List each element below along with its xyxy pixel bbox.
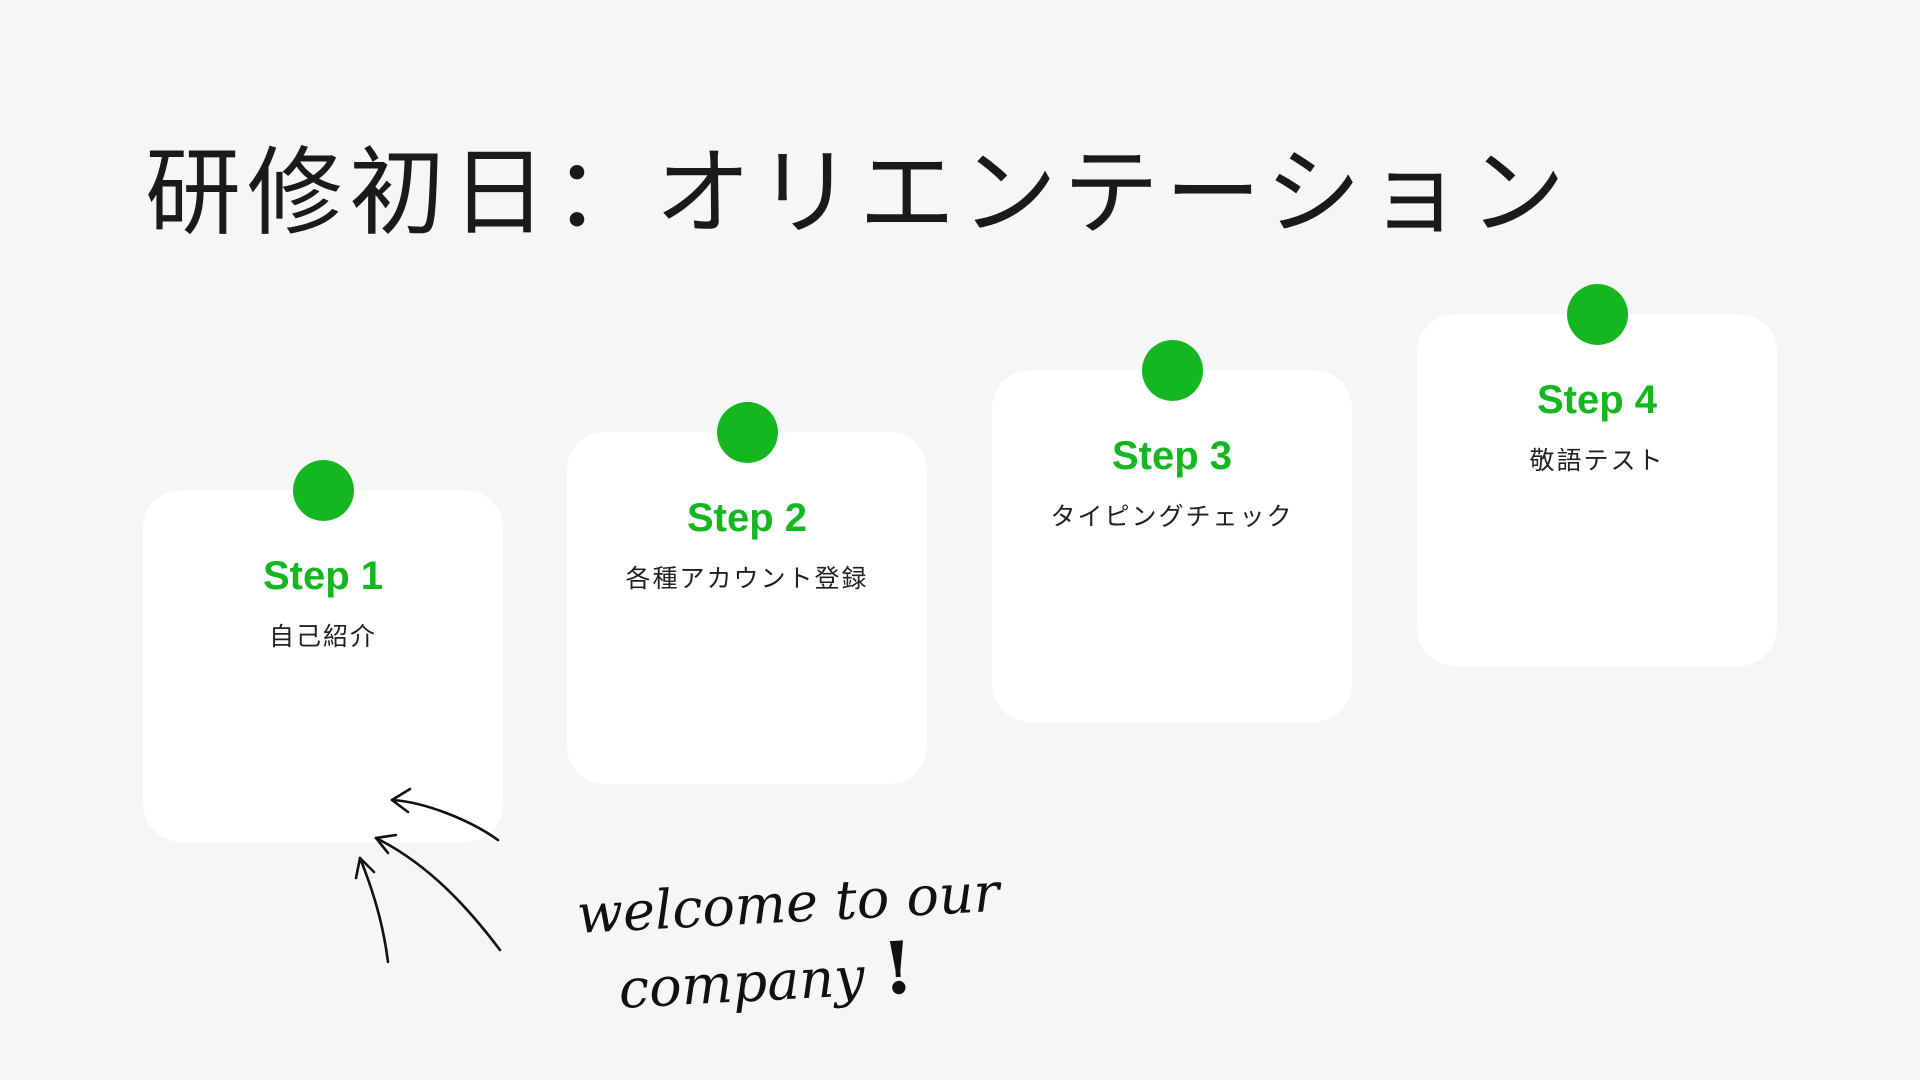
step-card-1: Step 1 自己紹介 (143, 460, 503, 842)
hand-drawn-arrows-icon (354, 787, 502, 964)
step-card-3: Step 3 タイピングチェック (992, 340, 1352, 722)
step-card-4: Step 4 敬語テスト (1417, 284, 1777, 666)
tagline-exclamation: ! (879, 924, 916, 1011)
slide-title: 研修初日：オリエンテーション (145, 137, 1572, 249)
green-dot-icon (1567, 284, 1628, 345)
green-dot-icon (1142, 340, 1203, 401)
welcome-tagline: welcome to our company! (575, 858, 1005, 1027)
green-dot-icon (717, 402, 778, 463)
step-label: Step 4 (1536, 378, 1658, 422)
green-dot-icon (293, 460, 354, 521)
step-description: 自己紹介 (268, 622, 377, 651)
step-label: Step 1 (262, 554, 384, 598)
step-label: Step 2 (686, 496, 808, 540)
step-description: 各種アカウント登録 (625, 564, 869, 593)
step-description: タイピングチェック (1050, 502, 1294, 531)
step-description: 敬語テスト (1529, 446, 1665, 475)
tagline-company: company (617, 945, 867, 1021)
step-label: Step 3 (1111, 434, 1233, 478)
step-card-2: Step 2 各種アカウント登録 (567, 402, 927, 784)
